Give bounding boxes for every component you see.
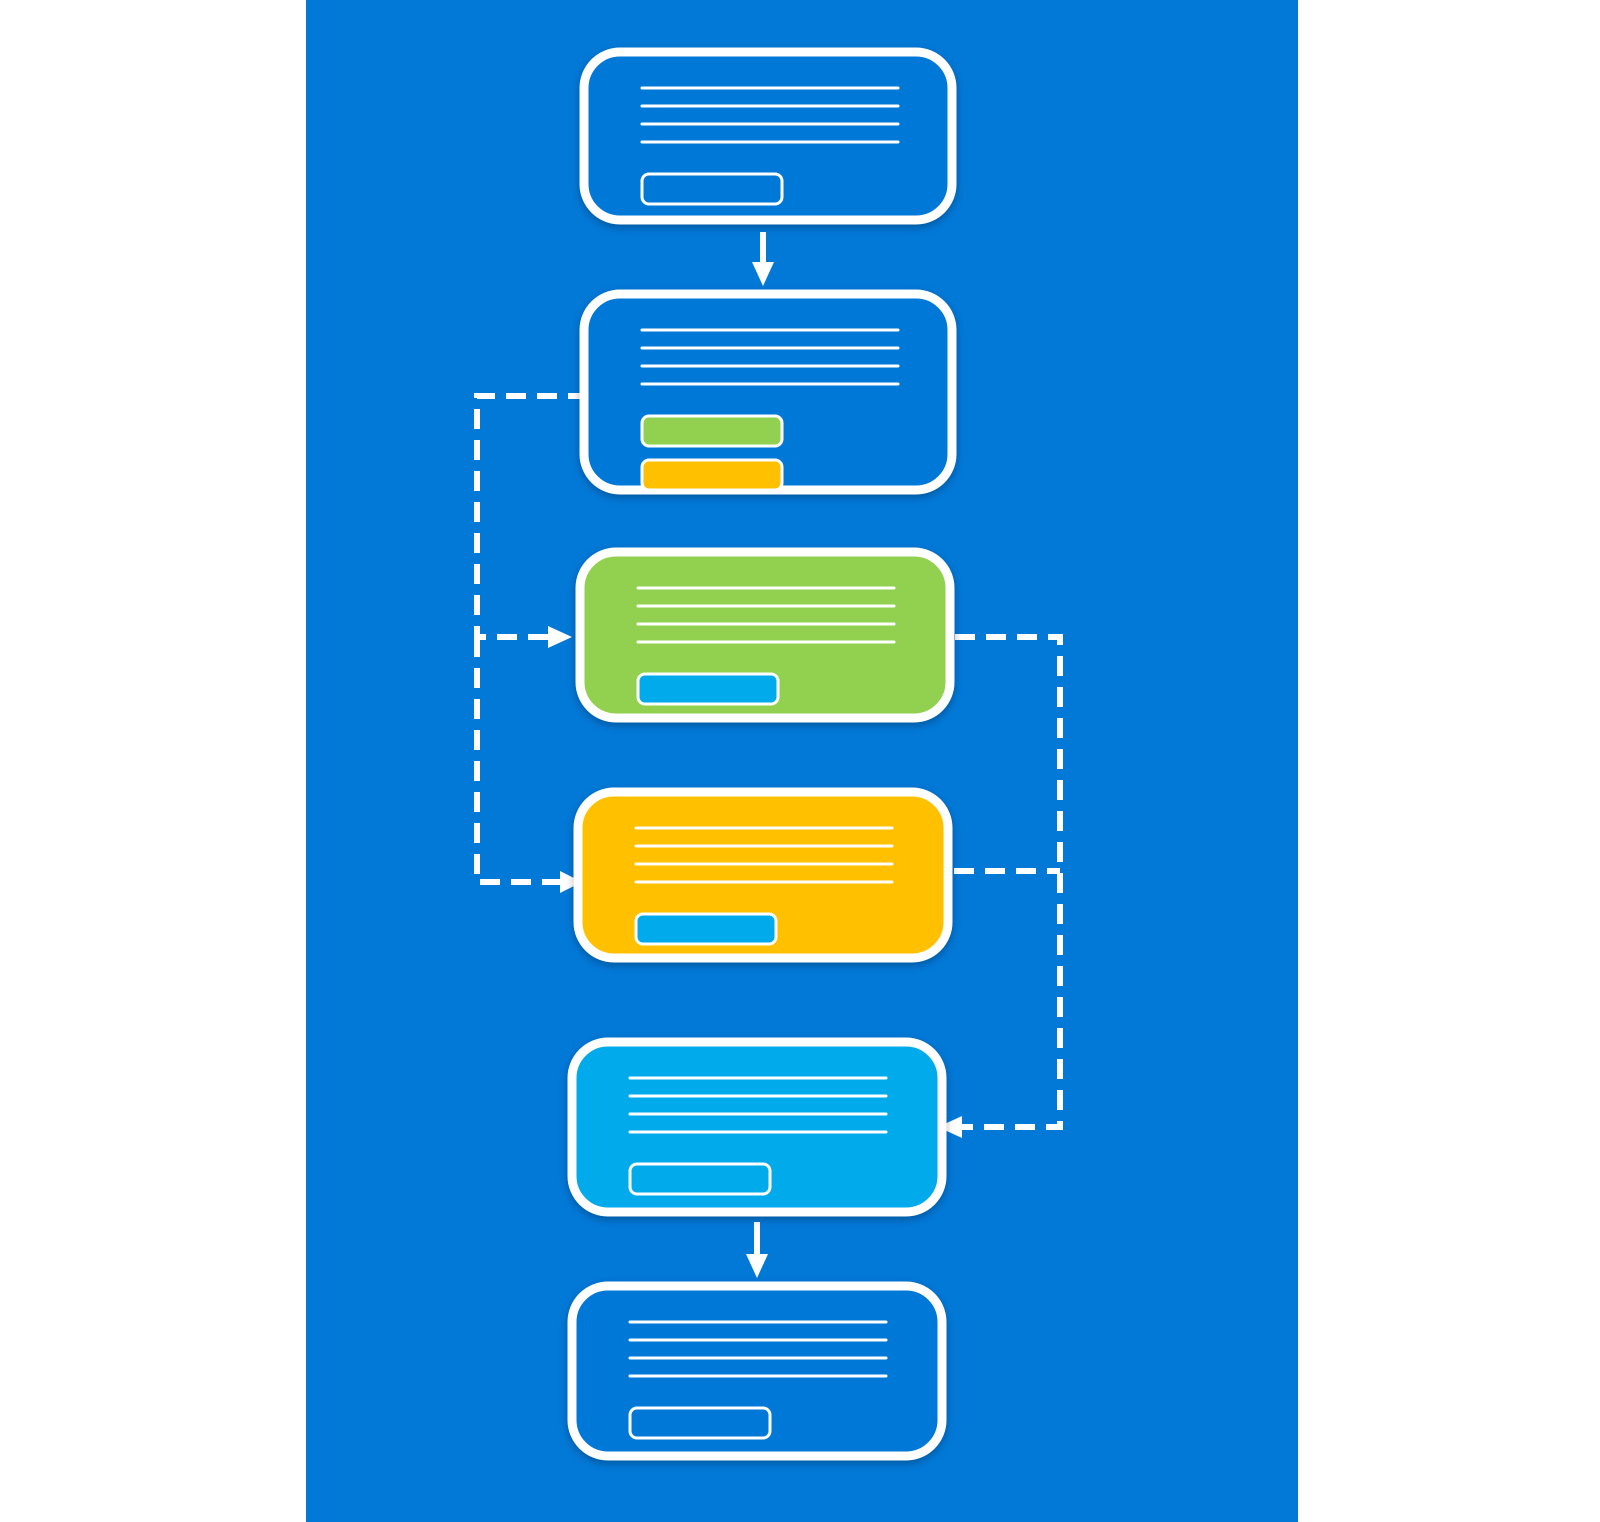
card-merge	[567, 1037, 947, 1217]
card-end-box	[567, 1281, 947, 1461]
card-option-green	[575, 547, 955, 723]
arrowhead-down-icon	[746, 1254, 768, 1278]
card-decision	[579, 289, 957, 495]
card-option-amber	[573, 787, 953, 963]
cards-layer	[567, 47, 957, 1461]
connector-decision-to-amber	[474, 637, 560, 885]
arrowhead-down-icon	[752, 262, 774, 286]
flow-panel	[306, 0, 1298, 1522]
card-merge-box	[567, 1037, 947, 1217]
card-start	[579, 47, 957, 225]
button-placeholder	[640, 458, 784, 492]
button-placeholder	[640, 172, 784, 206]
connector-green-to-merge	[955, 634, 1063, 1130]
button-placeholder	[628, 1162, 772, 1196]
connectors-layer	[474, 232, 1063, 1278]
connector-decision-to-green	[474, 393, 588, 640]
card-start-box	[579, 47, 957, 225]
arrowhead-right-icon	[560, 871, 582, 893]
button-placeholder	[640, 414, 784, 448]
arrowhead-right-icon	[548, 626, 572, 648]
arrowhead-left-icon	[938, 1116, 962, 1138]
button-placeholder	[634, 912, 778, 946]
card-end	[567, 1281, 947, 1461]
button-placeholder	[636, 672, 780, 706]
button-placeholder	[628, 1406, 772, 1440]
